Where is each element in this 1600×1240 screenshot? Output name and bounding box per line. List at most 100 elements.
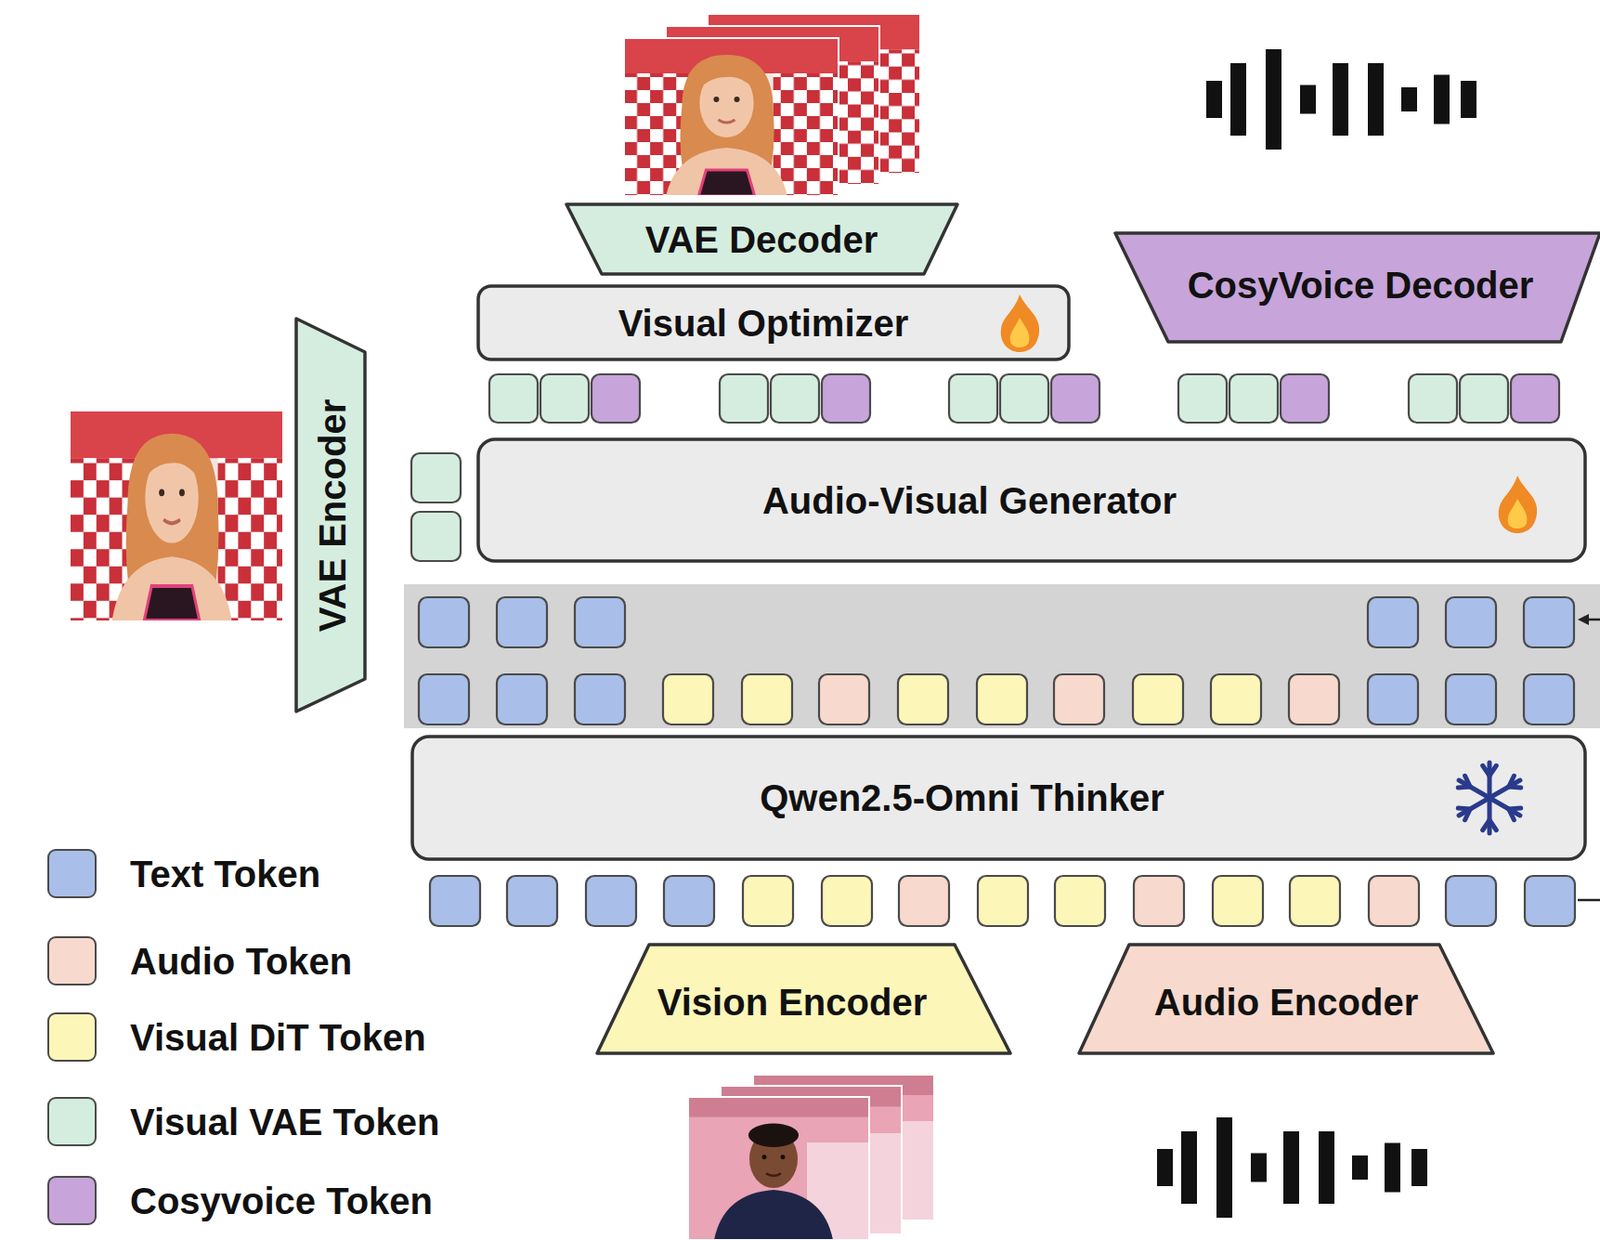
token-square xyxy=(591,374,640,423)
token-square xyxy=(585,875,637,926)
snowflake-branch xyxy=(1508,784,1522,791)
token-square xyxy=(507,875,558,926)
legend-swatch xyxy=(47,1175,97,1225)
legend-swatch xyxy=(47,936,97,986)
token-square xyxy=(418,597,469,648)
outline-shape xyxy=(296,318,365,712)
token-square xyxy=(1367,674,1418,725)
token-square xyxy=(897,674,949,725)
output-waveform xyxy=(1230,63,1247,136)
legend-swatch xyxy=(47,1012,97,1062)
token-square xyxy=(1053,674,1105,725)
trainable-flame-icon xyxy=(1001,294,1040,352)
snowflake-arm xyxy=(1458,797,1490,816)
token-square xyxy=(741,674,793,725)
input-waveform xyxy=(1216,1117,1233,1218)
token-square xyxy=(1445,875,1496,926)
token-square xyxy=(898,875,950,926)
flame-outer xyxy=(1001,294,1040,352)
trainable-flame-icon xyxy=(1498,475,1537,534)
snowflake-branch xyxy=(1482,819,1490,831)
decoder-trapezoid: VAE Decoder xyxy=(566,204,958,274)
token-square xyxy=(1051,374,1100,423)
token-square xyxy=(489,374,538,423)
flame-outer xyxy=(1498,475,1537,534)
node-label: Vision Encoder xyxy=(657,981,927,1023)
token-square xyxy=(819,674,870,725)
output-waveform xyxy=(1206,80,1223,118)
input-waveform xyxy=(1318,1131,1335,1204)
input-waveform xyxy=(1384,1143,1401,1193)
input-waveform xyxy=(1181,1131,1197,1204)
legend-label: Visual VAE Token xyxy=(130,1101,440,1143)
module-box: Qwen2.5-Omni Thinker xyxy=(412,736,1586,859)
token-square xyxy=(949,374,998,423)
module-box: Visual Optimizer xyxy=(478,286,1069,360)
token-square xyxy=(574,674,625,725)
token-square xyxy=(1000,374,1049,423)
token-square xyxy=(1280,374,1329,423)
node-label: VAE Decoder xyxy=(645,219,878,261)
input-video-frames xyxy=(688,1096,870,1240)
snowflake-arm xyxy=(1489,780,1521,798)
token-square xyxy=(1178,374,1227,423)
snowflake-arm xyxy=(1489,797,1521,816)
output-waveform xyxy=(1332,63,1349,136)
side-arrows xyxy=(1577,898,1600,902)
token-square xyxy=(1523,674,1574,725)
legend-swatch xyxy=(47,1096,97,1146)
snowflake-arm xyxy=(1458,780,1490,798)
token-square xyxy=(1132,674,1184,725)
encoder-trapezoid: Audio Encoder xyxy=(1079,944,1494,1054)
output-video-frames xyxy=(624,38,839,196)
token-square xyxy=(1408,374,1457,423)
output-waveform xyxy=(1265,49,1282,150)
token-square xyxy=(574,597,625,648)
outline-shape xyxy=(1079,944,1494,1054)
token-square xyxy=(411,511,461,561)
reference-image xyxy=(70,411,283,621)
token-square xyxy=(429,875,481,926)
token-square xyxy=(496,597,547,648)
token-square xyxy=(663,875,715,926)
token-square xyxy=(821,374,871,423)
output-video-frames xyxy=(624,13,921,196)
snowflake-arm xyxy=(1487,762,1493,798)
token-square xyxy=(1210,674,1262,725)
legend-label: Text Token xyxy=(130,853,321,895)
input-video-frames xyxy=(688,1096,870,1240)
token-square xyxy=(1212,875,1263,926)
snowflake-branch xyxy=(1508,808,1515,820)
token-square xyxy=(1367,597,1418,648)
input-waveform xyxy=(1250,1153,1267,1183)
token-square xyxy=(742,875,794,926)
decoder-trapezoid: CosyVoice Decoder xyxy=(1115,233,1600,342)
token-band xyxy=(403,584,1600,729)
output-waveform xyxy=(1206,49,1477,150)
token-square xyxy=(411,453,461,503)
output-video-frames xyxy=(624,38,839,196)
side-arrows xyxy=(1577,613,1589,625)
input-video-frames xyxy=(688,1074,935,1240)
input-waveform xyxy=(1411,1148,1428,1186)
output-waveform xyxy=(1367,63,1384,136)
outline-shape xyxy=(478,286,1069,360)
outline-shape xyxy=(566,204,958,274)
snowflake-branch xyxy=(1489,765,1496,776)
token-square xyxy=(1445,597,1496,648)
token-square xyxy=(1229,374,1278,423)
snowflake-branch xyxy=(1457,806,1470,812)
token-square xyxy=(1368,875,1419,926)
token-square xyxy=(663,674,714,725)
input-waveform xyxy=(1157,1148,1173,1186)
output-waveform xyxy=(1401,87,1418,112)
frozen-snowflake-icon xyxy=(1457,762,1521,833)
input-waveform xyxy=(1283,1131,1300,1204)
reference-image xyxy=(70,411,283,621)
token-square xyxy=(1524,875,1575,926)
token-square xyxy=(540,374,589,423)
flame-inner xyxy=(1508,498,1528,529)
token-square xyxy=(1445,674,1496,725)
legend-label: Audio Token xyxy=(130,940,352,982)
input-waveform xyxy=(1157,1117,1428,1218)
